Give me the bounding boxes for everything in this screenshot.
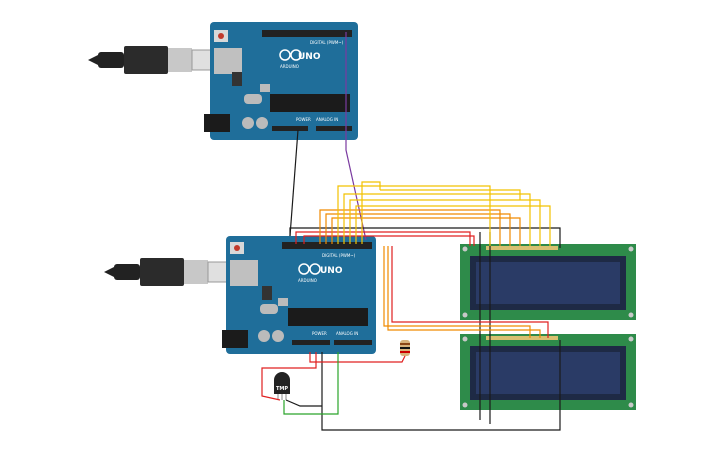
board-brand-label: ARDUINO — [298, 278, 317, 283]
lcd-pin-header — [486, 336, 558, 340]
digital-label: DIGITAL (PWM~) — [322, 253, 356, 258]
board-brand-label: ARDUINO — [280, 64, 299, 69]
analog-header — [316, 126, 352, 131]
power-header — [272, 126, 308, 131]
analog-label: ANALOG IN — [336, 331, 358, 336]
lcd-pin-header — [486, 246, 558, 250]
wire-black-sensor[interactable] — [285, 399, 322, 407]
wire-orange[interactable] — [319, 209, 541, 338]
digital-header — [282, 242, 372, 249]
sensor-label: TMP — [276, 386, 288, 392]
analog-header — [334, 340, 372, 345]
power-header — [292, 340, 330, 345]
digital-header — [262, 30, 352, 37]
analog-label: ANALOG IN — [316, 117, 338, 122]
microcontroller-chip — [288, 308, 368, 326]
board-model-label: UNO — [320, 266, 343, 276]
digital-label: DIGITAL (PWM~) — [310, 40, 344, 45]
wire-red[interactable] — [261, 231, 549, 401]
resistor[interactable] — [400, 340, 410, 356]
temperature-sensor[interactable]: TMP — [274, 372, 290, 400]
wire-black-top[interactable] — [289, 129, 561, 431]
power-label: POWER — [296, 117, 311, 122]
lcd-display-top[interactable] — [460, 244, 636, 320]
lcd-display-bottom[interactable] — [460, 334, 636, 410]
usb-cable-bottom — [104, 258, 231, 286]
board-model-label: UNO — [298, 52, 321, 62]
power-label: POWER — [312, 331, 327, 336]
wire-green[interactable] — [283, 352, 339, 415]
usb-cable-top — [88, 46, 215, 74]
microcontroller-chip — [270, 94, 350, 112]
wire-yellow[interactable] — [337, 181, 551, 246]
arduino-board-top[interactable]: UNO ARDUINO DIGITAL (PWM~) POWER ANALOG … — [204, 22, 358, 140]
arduino-board-bottom[interactable]: UNO ARDUINO DIGITAL (PWM~) POWER ANALOG … — [222, 236, 376, 354]
